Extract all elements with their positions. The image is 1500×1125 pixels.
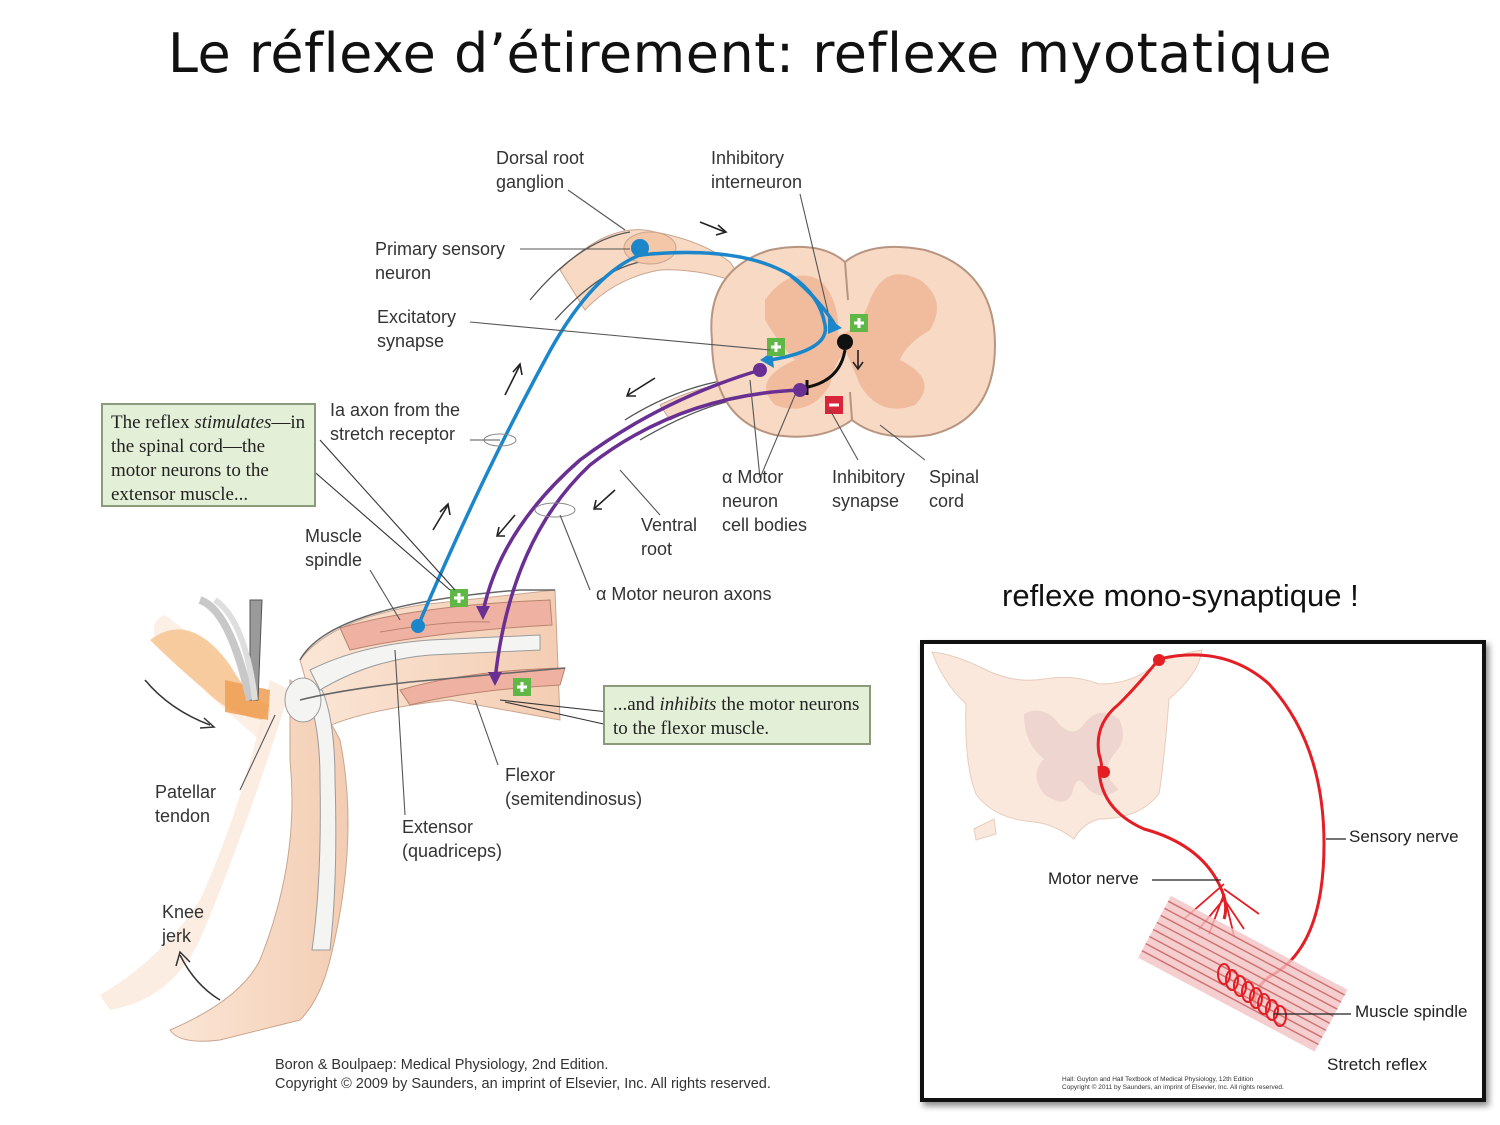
spinal-cord-cross-section: [710, 245, 997, 438]
primary-sensory-neuron-path: [411, 239, 842, 633]
label-knee-jerk: Knee jerk: [162, 902, 205, 946]
label-primary-sensory-neuron: Primary sensory neuron: [375, 239, 506, 283]
direction-arrows: [432, 221, 864, 537]
label-ia-axon: Ia axon from the stretch receptor: [330, 400, 461, 444]
main-credit: Boron & Boulpaep: Medical Physiology, 2n…: [275, 1057, 771, 1092]
synapse-markers: [450, 314, 868, 696]
mono-synaptic-label: reflexe mono-synaptique !: [1002, 578, 1359, 613]
inset-label-motor-nerve: Motor nerve: [1048, 869, 1139, 888]
label-flexor: Flexor (semitendinosus): [505, 765, 643, 809]
callout-flexor-inhibition: ...and inhibits the motor neurons to the…: [603, 685, 871, 745]
inhibitory-interneuron-path: [805, 334, 853, 395]
label-patellar-tendon: Patellar tendon: [155, 782, 217, 826]
inset-label-sensory-nerve: Sensory nerve: [1349, 827, 1459, 846]
label-dorsal-root-ganglion: Dorsal root ganglion: [496, 148, 585, 192]
label-spinal-cord: Spinal cord: [929, 467, 980, 511]
leg-illustration: [100, 589, 566, 1042]
slide-title: Le réflexe d’étirement: reflexe myotatiq…: [167, 22, 1333, 85]
label-inhibitory-synapse: Inhibitory synapse: [832, 467, 906, 511]
inset-label-muscle-spindle: Muscle spindle: [1355, 1002, 1468, 1021]
label-alpha-motor-axons: α Motor neuron axons: [596, 584, 772, 604]
label-extensor: Extensor (quadriceps): [402, 817, 503, 861]
leader-lines: [239, 189, 926, 816]
label-muscle-spindle: Muscle spindle: [305, 526, 363, 570]
inset-credit: Hall: Guyton and Hall Textbook of Medica…: [1062, 1076, 1284, 1091]
inset-figure: Sensory nerve Motor nerve Muscle spindle…: [920, 640, 1486, 1102]
inset-caption: Stretch reflex: [1327, 1055, 1428, 1074]
label-inhibitory-interneuron: Inhibitory interneuron: [711, 148, 803, 192]
label-alpha-motor-cell-bodies: α Motor neuron cell bodies: [722, 467, 808, 535]
label-excitatory-synapse: Excitatory synapse: [377, 307, 457, 351]
callout-extensor-stimulation: The reflex stimulates—in the spinal cord…: [101, 403, 316, 507]
alpha-motor-neuron-paths: [476, 363, 807, 686]
inset-illustration: [931, 649, 1351, 1052]
label-ventral-root: Ventral root: [641, 515, 698, 559]
